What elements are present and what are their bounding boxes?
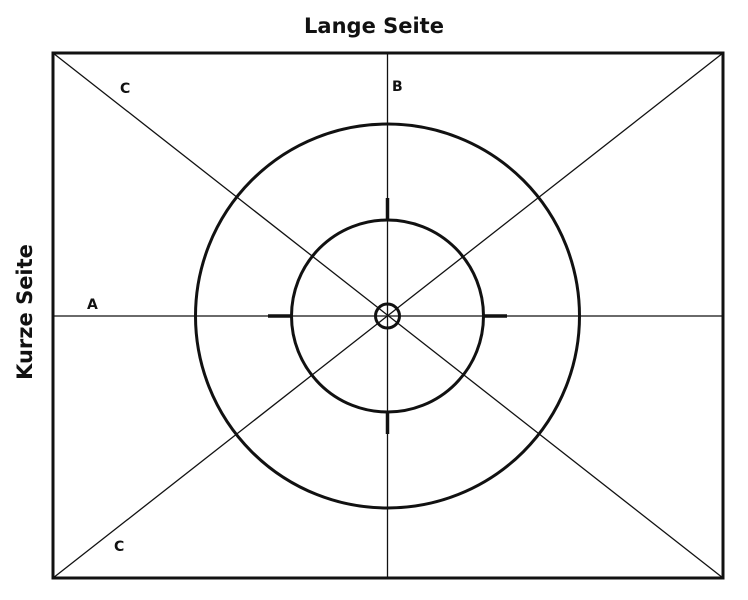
label-a: A — [87, 297, 98, 313]
label-c-bottom: C — [114, 539, 125, 555]
center-circle — [374, 302, 401, 330]
label-b: B — [392, 79, 403, 95]
long-side-title: Lange Seite — [304, 14, 444, 38]
outer-circle — [194, 122, 581, 510]
label-c-top: C — [120, 81, 131, 97]
